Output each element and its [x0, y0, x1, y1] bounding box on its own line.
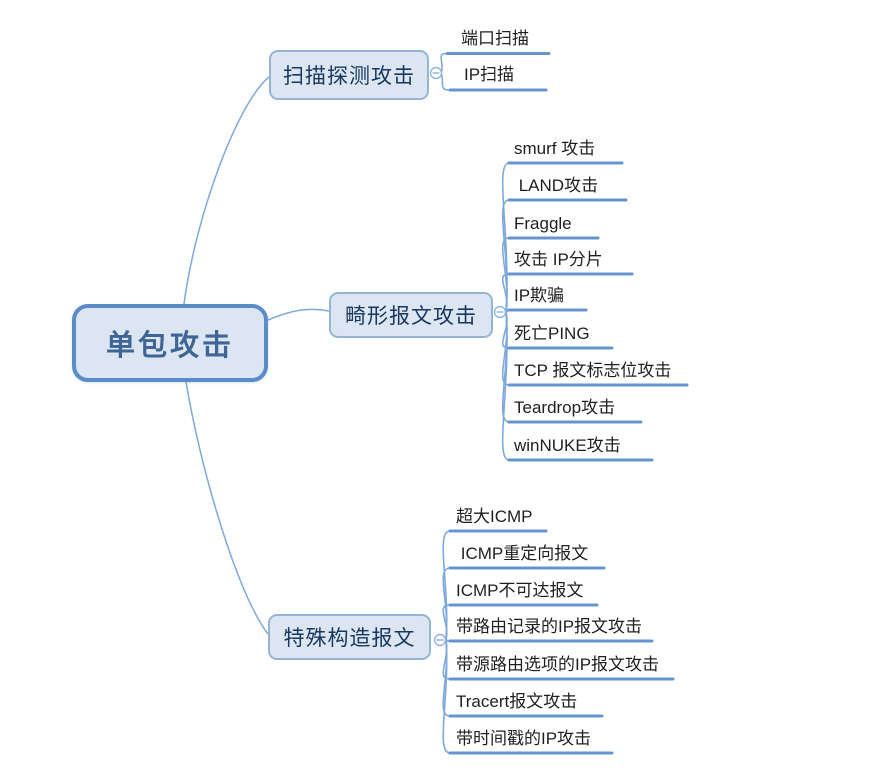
connector-curve: [440, 52, 447, 74]
leaf-node[interactable]: IP欺骗: [514, 286, 565, 305]
connector-root-to-scan: [183, 76, 270, 305]
scan-leaf-connectors: [440, 52, 450, 91]
root-branch-connectors: [183, 76, 330, 635]
connector-curve: [440, 72, 450, 91]
branch-node-special[interactable]: 特殊构造报文: [268, 614, 431, 660]
leaf-node[interactable]: Tracert报文攻击: [456, 692, 578, 711]
leaf-node[interactable]: IP扫描: [464, 65, 515, 84]
leaf-node[interactable]: Fraggle: [514, 214, 572, 233]
collapse-toggle-icon[interactable]: [429, 66, 443, 80]
branch-node-malformed[interactable]: 畸形报文攻击: [329, 292, 493, 338]
leaf-node[interactable]: 带源路由选项的IP报文攻击: [456, 655, 660, 674]
leaf-node[interactable]: LAND攻击: [514, 176, 599, 195]
leaf-node[interactable]: 攻击 IP分片: [514, 250, 603, 269]
connector-curve: [442, 639, 451, 754]
leaf-node[interactable]: 带路由记录的IP报文攻击: [456, 617, 643, 636]
leaf-node[interactable]: 端口扫描: [461, 29, 529, 48]
root-node[interactable]: 单包攻击: [72, 304, 268, 382]
leaf-node[interactable]: TCP 报文标志位攻击: [514, 361, 672, 380]
leaf-node[interactable]: 带时间戳的IP攻击: [456, 729, 592, 748]
collapse-toggles: [429, 66, 507, 647]
leaf-node[interactable]: ICMP重定向报文: [456, 544, 589, 563]
connector-curve: [501, 311, 510, 461]
collapse-toggle-icon[interactable]: [493, 305, 507, 319]
leaf-underlines: [445, 52, 689, 755]
leaf-node[interactable]: winNUKE攻击: [514, 436, 621, 455]
leaf-node[interactable]: smurf 攻击: [514, 139, 596, 158]
malformed-leaf-connectors: [501, 162, 510, 461]
collapse-toggle-icon[interactable]: [433, 633, 447, 647]
branch-node-scan[interactable]: 扫描探测攻击: [269, 50, 429, 100]
leaf-node[interactable]: Teardrop攻击: [514, 398, 616, 417]
leaf-node[interactable]: ICMP不可达报文: [456, 581, 584, 600]
connector-root-to-malformed: [267, 308, 330, 321]
connector-curve: [442, 604, 451, 641]
leaf-node[interactable]: 死亡PING: [514, 324, 590, 343]
leaf-node[interactable]: 超大ICMP: [456, 507, 533, 526]
connector-root-to-special: [185, 381, 269, 635]
connector-curve: [501, 273, 510, 313]
special-leaf-connectors: [442, 530, 451, 754]
